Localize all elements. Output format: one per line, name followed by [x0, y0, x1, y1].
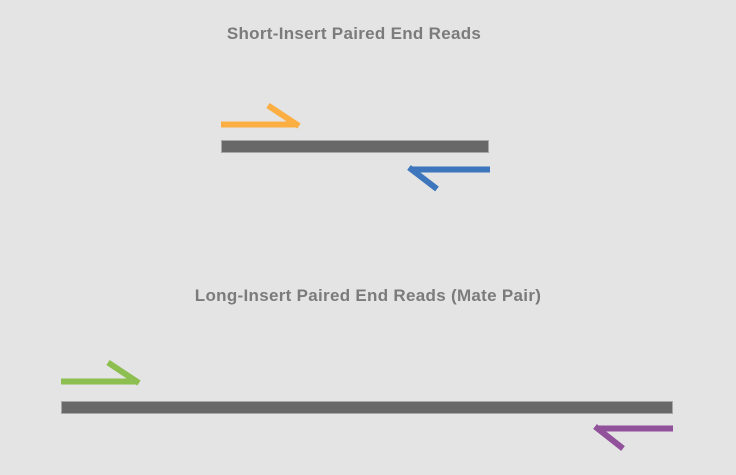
short-reverse-read-arrow-icon — [407, 165, 490, 192]
short-forward-read-arrow-icon — [221, 102, 301, 129]
long-forward-read-arrow-shape — [61, 359, 141, 386]
long-forward-read-arrow-icon — [61, 359, 141, 386]
long-insert-fragment-bar — [61, 401, 673, 414]
short-insert-title: Short-Insert Paired End Reads — [226, 24, 482, 43]
long-reverse-read-arrow-icon — [593, 424, 673, 451]
short-reverse-read-arrow-shape — [407, 165, 490, 192]
short-forward-read-arrow-shape — [221, 102, 301, 129]
long-reverse-read-arrow-shape — [593, 424, 673, 451]
short-insert-fragment-bar — [221, 140, 489, 153]
long-insert-title: Long-Insert Paired End Reads (Mate Pair) — [194, 286, 542, 305]
